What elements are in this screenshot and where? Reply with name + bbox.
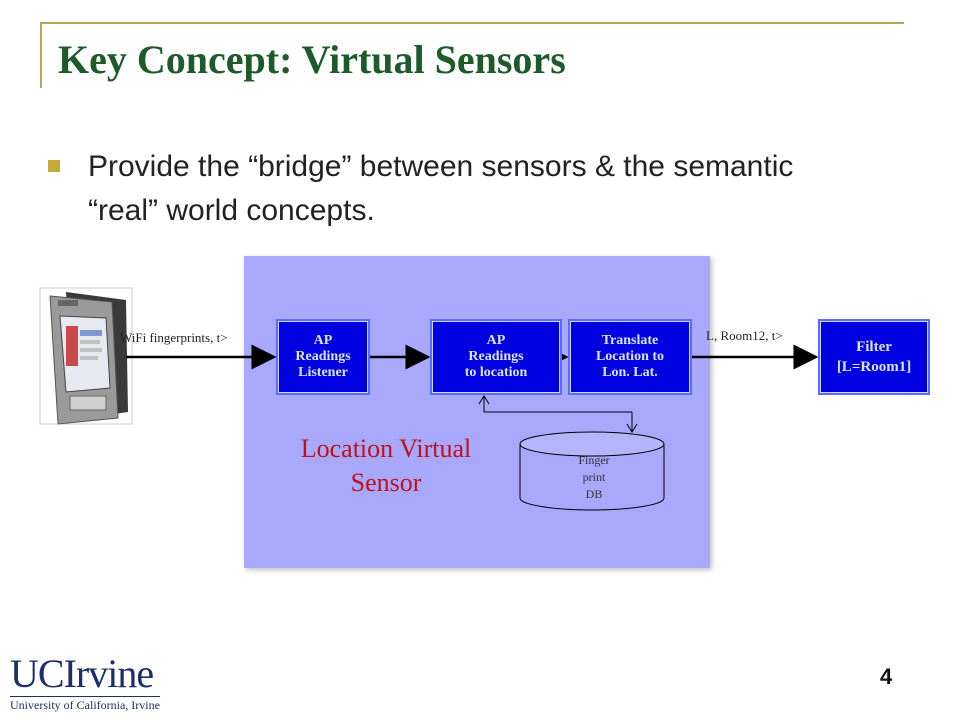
filter-box: Filter[L=Room1]	[818, 319, 930, 395]
input-label: WiFi fingerprints, t>	[120, 330, 228, 345]
left-rule	[40, 22, 42, 88]
bullet-text: Provide the “bridge” between sensors & t…	[88, 150, 794, 227]
logo-subtitle: University of California, Irvine	[10, 696, 160, 712]
slide-title: Key Concept: Virtual Sensors	[58, 37, 566, 82]
top-rule	[40, 22, 904, 24]
database-cylinder	[519, 431, 665, 511]
output-label: L, Room12, t>	[706, 328, 783, 343]
location-virtual-sensor-label: Location Virtual Sensor	[300, 434, 472, 497]
page-number: 4	[880, 664, 893, 689]
uci-logo: UCIrvine University of California, Irvin…	[10, 654, 160, 713]
logo-wordmark: UCIrvine	[10, 651, 154, 696]
bullet-marker	[48, 160, 60, 172]
